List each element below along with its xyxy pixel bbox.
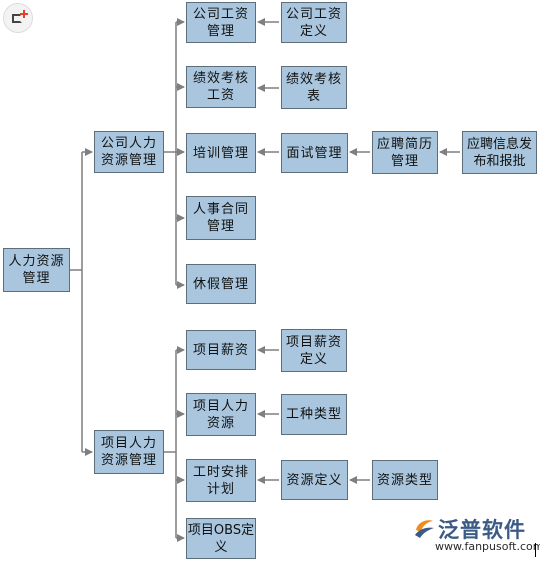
node-interview-mgmt: 面试管理 bbox=[281, 133, 348, 173]
node-leave-mgmt: 休假管理 bbox=[186, 264, 256, 304]
fanpu-logo-icon bbox=[415, 520, 434, 538]
node-project-salary-def: 项目薪资 定义 bbox=[281, 329, 347, 372]
node-recruit-publish: 应聘信息发 布和报批 bbox=[462, 131, 537, 174]
brand-url: www.fanpusoft.com bbox=[435, 540, 540, 553]
node-root: 人力资源 管理 bbox=[3, 248, 70, 292]
add-box-icon[interactable] bbox=[3, 3, 33, 33]
node-project-hr-resource: 项目人力 资源 bbox=[186, 393, 256, 436]
brand-watermark: 泛普软件 www.fanpusoft.com bbox=[412, 514, 540, 554]
node-training-mgmt: 培训管理 bbox=[186, 133, 256, 173]
brand-name: 泛普软件 bbox=[438, 518, 526, 542]
text-cursor bbox=[535, 543, 536, 557]
node-contract-mgmt: 人事合同 管理 bbox=[186, 196, 256, 240]
node-company-hr: 公司人力 资源管理 bbox=[94, 131, 164, 173]
node-work-type: 工种类型 bbox=[281, 394, 347, 435]
node-perf-salary: 绩效考核 工资 bbox=[186, 66, 256, 108]
node-project-salary: 项目薪资 bbox=[186, 330, 256, 370]
node-project-hr: 项目人力 资源管理 bbox=[94, 430, 164, 474]
node-company-salary-def: 公司工资 定义 bbox=[281, 2, 347, 43]
node-company-salary-mgmt: 公司工资 管理 bbox=[186, 2, 256, 43]
node-perf-table: 绩效考核 表 bbox=[281, 66, 347, 109]
node-resource-def: 资源定义 bbox=[281, 460, 348, 500]
node-project-obs-def: 项目OBS定 义 bbox=[186, 518, 256, 559]
node-schedule-plan: 工时安排 计划 bbox=[186, 459, 256, 502]
node-resume-mgmt: 应聘简历 管理 bbox=[372, 131, 438, 174]
node-resource-type: 资源类型 bbox=[372, 460, 438, 500]
